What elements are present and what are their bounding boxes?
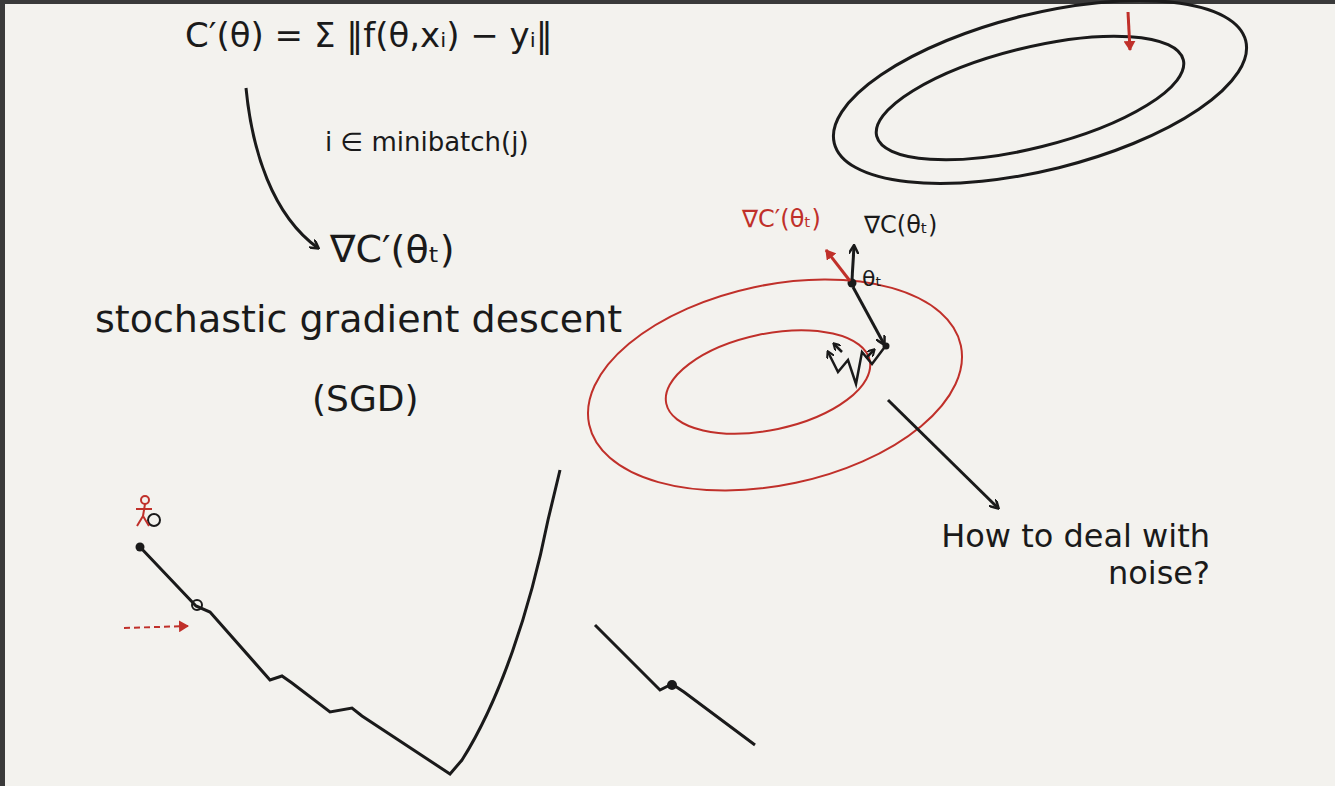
noisy-steps xyxy=(866,350,874,358)
step-arrow xyxy=(853,287,884,344)
derive-arrow xyxy=(246,88,318,248)
ball xyxy=(148,514,160,526)
ball xyxy=(667,680,677,690)
sum-index: i ∈ minibatch(j) xyxy=(325,128,529,158)
question-note: How to deal with noise? xyxy=(880,518,1210,592)
contour-line xyxy=(865,11,1196,184)
descent-arrow xyxy=(1128,12,1130,50)
theta-label: θₜ xyxy=(862,266,882,291)
noisy-steps xyxy=(828,348,884,384)
abbreviation: (SGD) xyxy=(312,378,419,419)
noisy-steps xyxy=(834,344,842,352)
gradient-label: ∇C(θₜ) xyxy=(864,212,937,240)
contour-line xyxy=(656,313,879,450)
contour-line xyxy=(815,0,1264,219)
method-name: stochastic gradient descent xyxy=(95,298,622,342)
push-arrow xyxy=(124,626,188,628)
formula: C′(θ) = Σ ‖f(θ,xᵢ) − yᵢ‖ xyxy=(185,16,553,55)
stochastic-gradient-label: ∇C′(θₜ) xyxy=(742,206,821,234)
stick-figure xyxy=(136,496,152,526)
loss-landscape xyxy=(140,470,560,774)
leader-arrow xyxy=(888,400,998,508)
loss-landscape xyxy=(595,625,755,745)
contour-line xyxy=(568,248,981,523)
ball xyxy=(192,600,202,610)
frame-edge xyxy=(0,0,5,786)
gradient-arrow xyxy=(852,246,854,280)
stochastic-gradient-arrow xyxy=(826,250,850,281)
start-point xyxy=(136,543,145,552)
gradient-symbol: ∇C′(θₜ) xyxy=(330,228,455,272)
